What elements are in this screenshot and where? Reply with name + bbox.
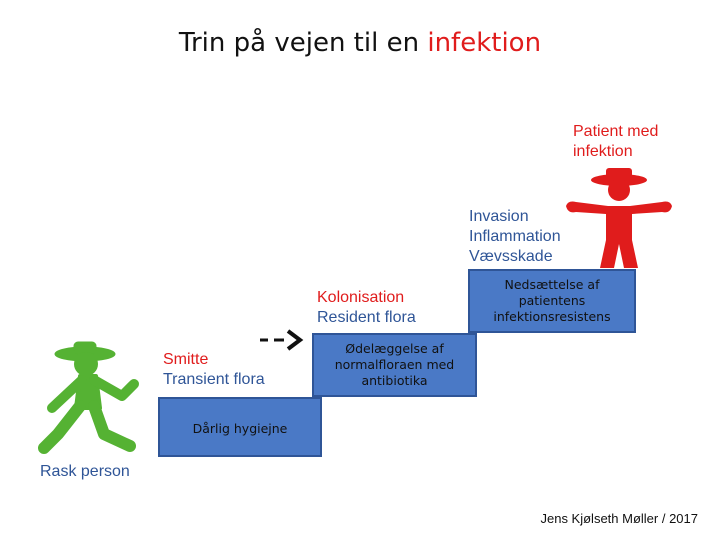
- label-patient: Patient med infektion: [573, 122, 658, 162]
- label-invasion-line1: Invasion: [469, 207, 561, 227]
- label-kolonisation: Kolonisation Resident flora: [317, 288, 416, 328]
- page-title: Trin på vejen til en infektion: [0, 28, 720, 58]
- label-kolonisation-line2: Resident flora: [317, 308, 416, 328]
- label-kolonisation-line1: Kolonisation: [317, 288, 416, 308]
- step-resistens-line1: Nedsættelse af: [470, 277, 634, 293]
- label-patient-line1: Patient med: [573, 122, 658, 142]
- label-rask: Rask person: [40, 462, 130, 482]
- label-smitte: Smitte Transient flora: [163, 350, 265, 390]
- step-normalflora-line3: antibiotika: [314, 373, 475, 389]
- credit: Jens Kjølseth Møller / 2017: [540, 511, 698, 526]
- step-normalflora-line1: Ødelæggelse af: [314, 341, 475, 357]
- label-invasion-line2: Inflammation: [469, 227, 561, 247]
- dashed-arrow-icon: [258, 328, 308, 352]
- title-highlight: infektion: [427, 28, 541, 58]
- label-patient-line2: infektion: [573, 142, 658, 162]
- green-walking-man-icon: [30, 338, 148, 460]
- label-smitte-line2: Transient flora: [163, 370, 265, 390]
- label-smitte-line1: Smitte: [163, 350, 265, 370]
- label-invasion: Invasion Inflammation Vævsskade: [469, 207, 561, 267]
- red-standing-man-icon: [562, 166, 676, 270]
- step-normalflora: Ødelæggelse af normalfloraen med antibio…: [312, 333, 477, 397]
- step-resistens-line2: patientens: [470, 293, 634, 309]
- step-hygiejne-label: Dårlig hygiejne: [193, 421, 288, 436]
- step-normalflora-line2: normalfloraen med: [314, 357, 475, 373]
- step-resistens-line3: infektionsresistens: [470, 309, 634, 325]
- label-invasion-line3: Vævsskade: [469, 247, 561, 267]
- step-resistens: Nedsættelse af patientens infektionsresi…: [468, 269, 636, 333]
- title-prefix: Trin på vejen til en: [179, 28, 419, 58]
- step-hygiejne: Dårlig hygiejne: [158, 397, 322, 457]
